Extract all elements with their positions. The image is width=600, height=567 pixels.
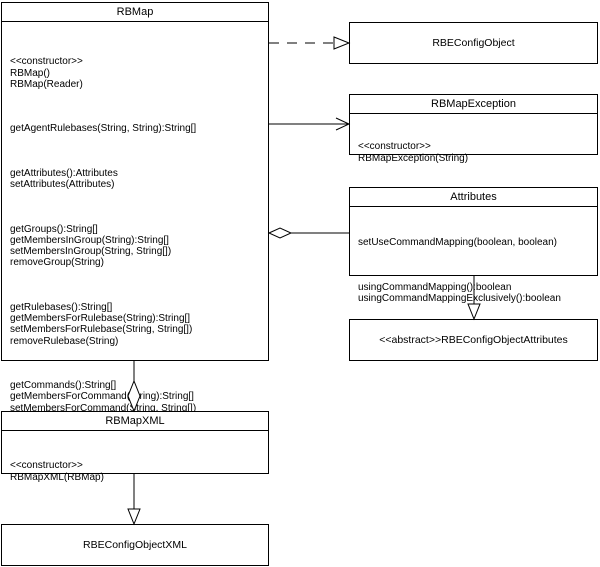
class-members: setUseCommandMapping(boolean, boolean) u… bbox=[350, 207, 597, 333]
class-name: RBEConfigObjectXML bbox=[83, 539, 187, 551]
member-group: setUseCommandMapping(boolean, boolean) bbox=[358, 237, 589, 248]
member-line: RBMap() bbox=[10, 67, 51, 79]
class-rbmap-xml: RBMapXML <<constructor>>RBMapXML(RBMap) bbox=[1, 411, 269, 483]
member-line: setMembersForRulebase(String, String[]) bbox=[10, 324, 193, 336]
class-name: RBMapException bbox=[350, 95, 597, 114]
class-name: <<abstract>>RBEConfigObjectAttributes bbox=[379, 334, 568, 346]
member-line: getGroups():String[] bbox=[10, 223, 98, 235]
member-group: <<constructor>>RBMapXML(RBMap) bbox=[10, 460, 260, 482]
member-line: setMembersInGroup(String, String[]) bbox=[10, 246, 172, 258]
class-rbe-config-object-attributes: <<abstract>>RBEConfigObjectAttributes bbox=[349, 319, 598, 361]
member-line: <<constructor>> bbox=[10, 460, 83, 472]
class-attributes: Attributes setUseCommandMapping(boolean,… bbox=[349, 187, 598, 304]
member-line: RBMap(Reader) bbox=[10, 78, 83, 90]
member-line: <<constructor>> bbox=[358, 141, 431, 153]
generalization-arrow-attributes bbox=[467, 276, 481, 321]
class-members: <<constructor>>RBMapXML(RBMap) bbox=[2, 431, 268, 511]
class-name: RBMapXML bbox=[2, 412, 268, 431]
member-line: setUseCommandMapping(boolean, boolean) bbox=[358, 237, 558, 249]
realization-arrow-rbmap-rbe-config-object bbox=[269, 36, 351, 50]
class-members: <<constructor>>RBMapException(String) bbox=[350, 114, 597, 192]
class-name: RBMap bbox=[2, 3, 268, 22]
member-line: removeGroup(String) bbox=[10, 257, 104, 269]
member-line: getMembersInGroup(String):String[] bbox=[10, 235, 169, 247]
member-line: <<constructor>> bbox=[10, 56, 83, 68]
member-line: getAttributes():Attributes bbox=[10, 168, 118, 180]
member-line: getRulebases():String[] bbox=[10, 302, 113, 314]
member-group: <<constructor>>RBMap()RBMap(Reader) bbox=[10, 56, 260, 90]
member-group: getRulebases():String[]getMembersForRule… bbox=[10, 302, 260, 347]
class-rbe-config-object-xml: RBEConfigObjectXML bbox=[1, 524, 269, 566]
aggregation-rbmap-rbmapxml bbox=[127, 361, 141, 413]
class-name: Attributes bbox=[350, 188, 597, 207]
member-group: getAgentRulebases(String, String):String… bbox=[10, 123, 260, 134]
member-line: RBMapException(String) bbox=[358, 152, 469, 164]
member-line: getCommands():String[] bbox=[10, 380, 117, 392]
class-name: RBEConfigObject bbox=[432, 37, 515, 49]
dependency-arrow-rbmap-exception bbox=[269, 117, 351, 131]
member-line: setAttributes(Attributes) bbox=[10, 179, 115, 191]
generalization-arrow-rbmapxml bbox=[127, 474, 141, 526]
aggregation-rbmap-attributes bbox=[267, 227, 349, 239]
member-group: getGroups():String[]getMembersInGroup(St… bbox=[10, 224, 260, 269]
class-rbe-config-object: RBEConfigObject bbox=[349, 22, 598, 64]
member-line: getMembersForCommand(String):String[] bbox=[10, 391, 194, 403]
member-line: usingCommandMappingExclusively():boolean bbox=[358, 293, 561, 305]
class-rbmap-exception: RBMapException <<constructor>>RBMapExcep… bbox=[349, 94, 598, 164]
member-line: getMembersForRulebase(String):String[] bbox=[10, 313, 191, 325]
member-group: <<constructor>>RBMapException(String) bbox=[358, 141, 589, 163]
member-line: usingCommandMapping():boolean bbox=[358, 282, 512, 294]
member-line: setMembersForCommand(String, String[]) bbox=[10, 402, 197, 414]
member-line: removeRulebase(String) bbox=[10, 335, 119, 347]
member-line: RBMapXML(RBMap) bbox=[10, 471, 104, 483]
member-line: getAgentRulebases(String, String):String… bbox=[10, 123, 197, 135]
